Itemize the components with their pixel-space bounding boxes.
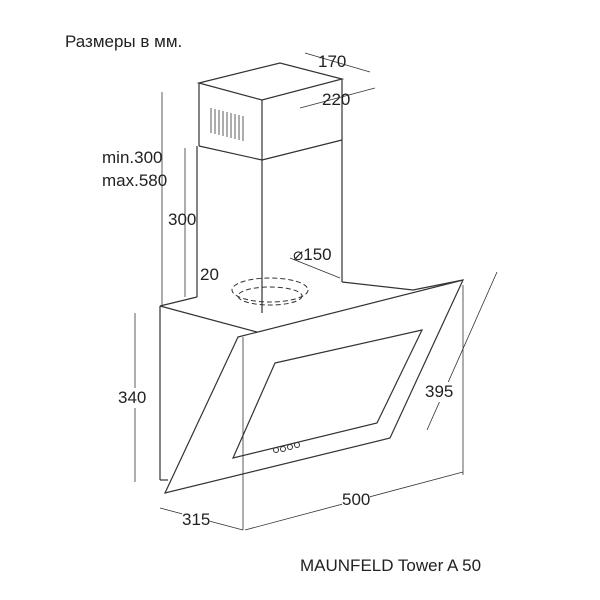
model-name: MAUNFELD Tower A 50: [300, 556, 482, 575]
dim-glass-length: 395: [425, 382, 454, 402]
dim-duct-diameter: ⌀150: [293, 245, 332, 264]
duct-collar: [231, 277, 309, 306]
dim-chimney-width: 220: [322, 90, 351, 109]
drawing-title: Размеры в мм.: [65, 32, 183, 51]
dim-chimney-depth: 170: [318, 52, 347, 71]
glass-window: [231, 329, 424, 459]
vent-grille: [210, 108, 244, 141]
glass-panel: [163, 279, 465, 494]
hood-body: [159, 279, 465, 530]
dim-body-height: 340: [118, 388, 147, 408]
dim-depth: 315: [182, 510, 211, 530]
chimney: [196, 62, 345, 313]
dim-offset: 20: [200, 265, 219, 284]
dim-chimney-max: max.580: [102, 171, 168, 190]
dimension-lines: [134, 52, 498, 531]
dim-chimney-section: 300: [168, 210, 197, 229]
dim-width: 500: [342, 490, 371, 510]
dim-chimney-min: min.300: [102, 148, 163, 167]
control-buttons: [273, 442, 300, 453]
